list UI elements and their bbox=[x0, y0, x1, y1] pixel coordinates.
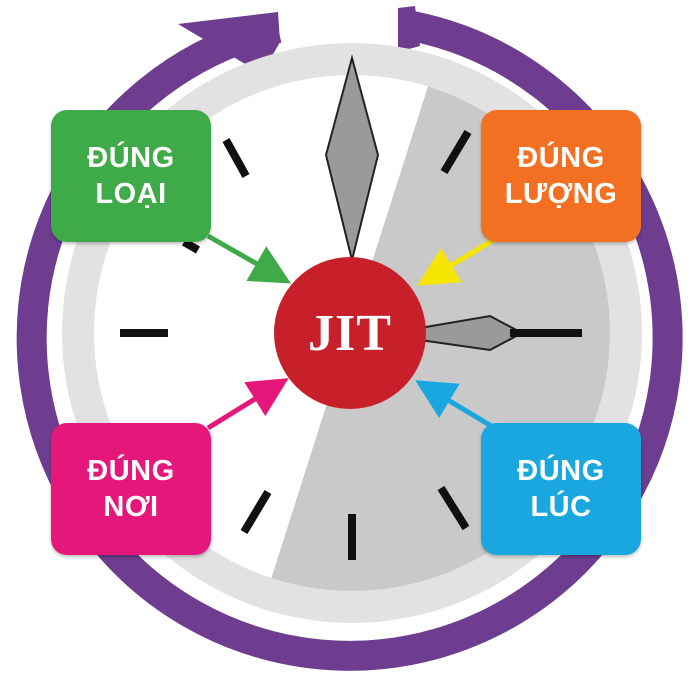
box-line2: LOẠI bbox=[95, 178, 167, 210]
box-line1: ĐÚNG bbox=[517, 141, 605, 174]
box-line1: ĐÚNG bbox=[517, 454, 605, 487]
box-dung-luong: ĐÚNG LƯỢNG bbox=[481, 110, 641, 242]
box-line1: ĐÚNG bbox=[87, 141, 175, 174]
box-dung-noi: ĐÚNG NƠI bbox=[51, 423, 211, 555]
box-line1: ĐÚNG bbox=[87, 454, 175, 487]
box-dung-loai: ĐÚNG LOẠI bbox=[51, 110, 211, 242]
box-line2: NƠI bbox=[103, 491, 159, 523]
arrow-icon bbox=[206, 233, 502, 433]
jit-label: JIT bbox=[308, 304, 392, 362]
box-line2: LÚC bbox=[530, 491, 592, 523]
box-line2: LƯỢNG bbox=[504, 178, 618, 210]
jit-circle bbox=[274, 257, 426, 409]
box-dung-luc: ĐÚNG LÚC bbox=[481, 423, 641, 555]
clock-ticks bbox=[120, 129, 582, 560]
